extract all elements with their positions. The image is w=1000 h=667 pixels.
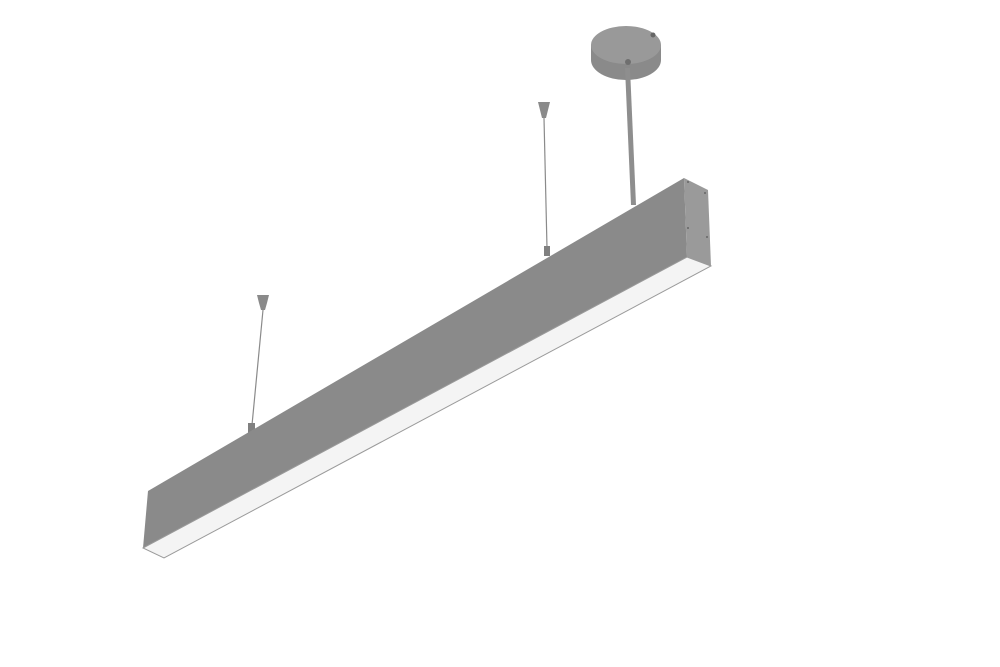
suspension-rod [625, 68, 636, 205]
housing-end [684, 178, 711, 266]
light-housing [141, 178, 713, 559]
suspension-cable-left [248, 295, 269, 433]
ceiling-canopy [591, 26, 661, 80]
led-diffuser [141, 256, 713, 559]
suspension-cable-right [538, 102, 550, 256]
housing-side [143, 178, 687, 548]
